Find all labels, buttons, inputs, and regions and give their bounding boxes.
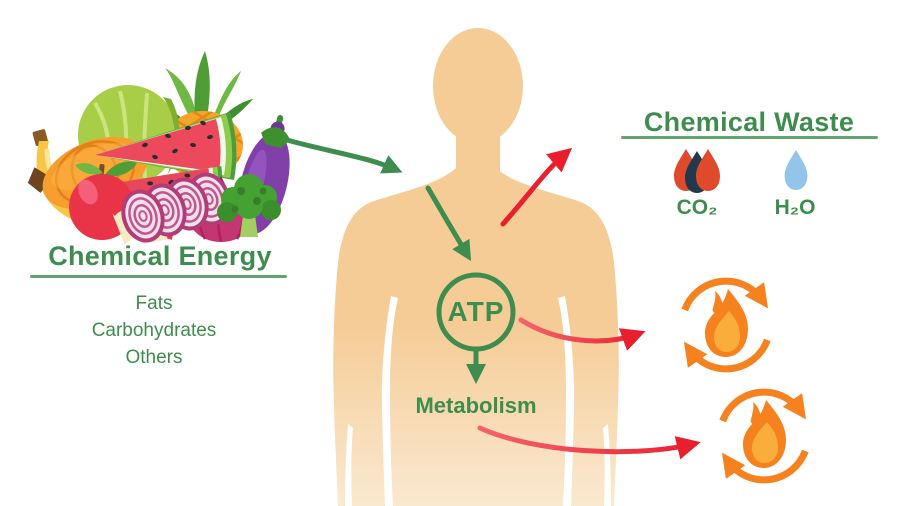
energy-source-item: Carbohydrates [91, 320, 217, 341]
co2-label: CO₂ [676, 196, 718, 219]
human-body-silhouette [333, 28, 619, 506]
arrow-atp-to-energy [518, 317, 646, 351]
fire-cycle-icon-2 [723, 392, 806, 480]
arrow-metabolism-to-energy [477, 425, 701, 460]
h2o-label: H₂O [774, 196, 816, 219]
onion-slices-icon [121, 172, 231, 243]
metabolism-label: Metabolism [415, 393, 537, 418]
chemical-energy-underline [30, 275, 287, 278]
broccoli-icon [217, 174, 281, 237]
energy-source-item: Fats [135, 293, 173, 314]
atp-circle [436, 272, 516, 352]
chemical-energy-heading: Chemical Energy [48, 241, 272, 271]
arrow-food-to-body [284, 137, 403, 174]
watermelon-wedge-icon [95, 112, 237, 180]
arrow-body-to-atp [425, 185, 472, 262]
energy-source-item: Others [125, 347, 183, 368]
chemical-waste-heading: Chemical Waste [643, 107, 855, 137]
fruits-vegetables-illustration [27, 51, 291, 245]
chemical-waste-underline [621, 136, 878, 139]
body-arm-gaps [345, 296, 611, 506]
water-drop-icon [784, 150, 808, 190]
arrow-body-to-waste [500, 147, 573, 227]
fire-cycle-icon-1 [685, 281, 768, 369]
energy-source-list: Fats Carbohydrates Others [92, 290, 217, 371]
co2-flames-icon [674, 149, 720, 193]
atp-label: ATP [447, 296, 505, 327]
